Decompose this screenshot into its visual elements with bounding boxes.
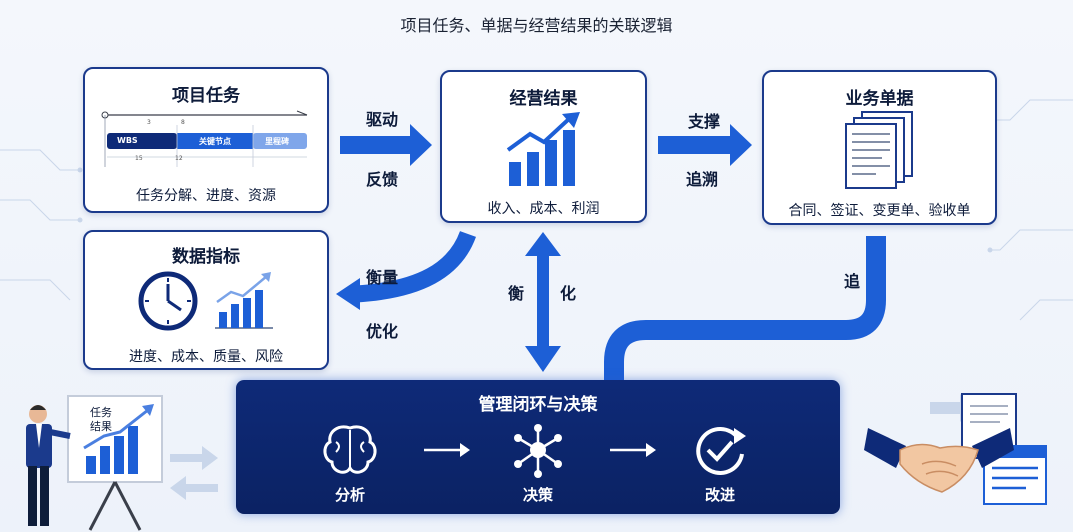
result-card-title: 经营结果 xyxy=(509,89,578,109)
docs-card-subtitle: 合同、签证、变更单、验收单 xyxy=(788,203,971,219)
documents-icon xyxy=(845,111,913,189)
measure-arrow xyxy=(355,230,476,303)
decision-panel: 管理闭环与决策 分析 决策 改进 xyxy=(236,380,840,514)
bar-chart-icon xyxy=(215,272,273,329)
drive-arrow xyxy=(340,124,432,166)
faint-arrows-left xyxy=(170,446,218,500)
presenter-illustration xyxy=(26,395,163,531)
result-card: 经营结果 收入、成本、利润 xyxy=(440,70,647,223)
timeline-milestone: 里程碑 xyxy=(265,137,289,146)
timeline-tick: 12 xyxy=(175,155,183,162)
growth-chart-icon xyxy=(506,112,580,186)
docs-card-title: 业务单据 xyxy=(845,89,914,109)
page-title: 项目任务、单据与经营结果的关联逻辑 xyxy=(400,16,673,35)
support-arrow xyxy=(658,124,752,166)
clock-icon xyxy=(138,271,198,331)
arrow-right-icon xyxy=(610,443,656,457)
vertical-double-arrow xyxy=(537,252,549,350)
panel-title: 管理闭环与决策 xyxy=(478,395,598,415)
zhui-label: 追 xyxy=(844,272,861,291)
timeline-key-node: 关键节点 xyxy=(199,137,231,146)
metrics-card-title: 数据指标 xyxy=(172,247,240,267)
step-improve-label: 改进 xyxy=(704,486,735,504)
brain-icon xyxy=(323,425,377,474)
trace-arrow xyxy=(604,236,886,380)
support-label: 支撑 xyxy=(688,112,721,131)
metrics-card-subtitle: 进度、成本、质量、风险 xyxy=(129,349,283,365)
metrics-card: 数据指标 进度、成本、质量、风险 xyxy=(83,230,329,370)
hua-label: 化 xyxy=(560,284,577,303)
board-line2: 结果 xyxy=(90,420,112,433)
timeline-tick: 15 xyxy=(135,155,143,162)
board-line1: 任务 xyxy=(90,406,112,419)
heng-label: 衡 xyxy=(508,284,525,303)
task-card-subtitle: 任务分解、进度、资源 xyxy=(136,188,276,204)
step-decide-label: 决策 xyxy=(522,486,553,504)
optimize-label: 优化 xyxy=(366,322,399,341)
refresh-check-icon xyxy=(696,427,746,475)
task-card: 项目任务 WBS 关键节点 里程碑 3 8 15 12 任务分解、进度、资源 xyxy=(83,67,329,213)
trace-label: 追溯 xyxy=(686,170,719,189)
step-analyze-label: 分析 xyxy=(334,486,365,504)
timeline-graphic xyxy=(101,110,308,167)
result-card-subtitle: 收入、成本、利润 xyxy=(487,201,600,217)
measure-label: 衡量 xyxy=(366,268,399,287)
timeline-tick: 8 xyxy=(181,119,185,126)
timeline-wbs: WBS xyxy=(117,136,138,145)
handshake-illustration xyxy=(864,393,1047,505)
timeline-tick: 3 xyxy=(147,119,151,126)
task-card-title: 项目任务 xyxy=(172,86,240,106)
feedback-label: 反馈 xyxy=(366,170,399,189)
network-icon xyxy=(514,424,562,478)
arrow-right-icon xyxy=(424,443,470,457)
docs-card: 业务单据 合同、签证、变更单、验收单 xyxy=(762,70,997,225)
drive-label: 驱动 xyxy=(366,110,399,129)
